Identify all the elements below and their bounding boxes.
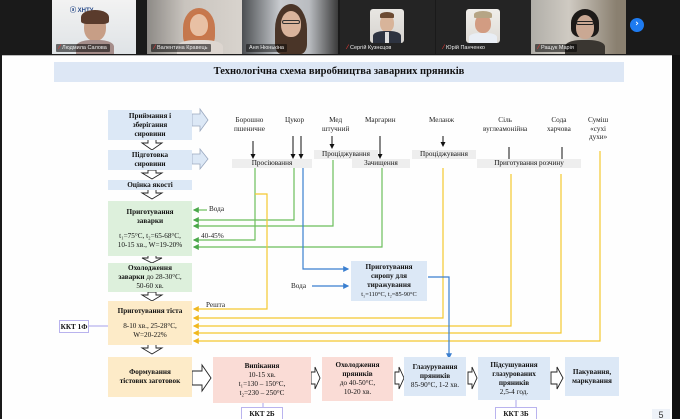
ingredient-melange: Меланж xyxy=(429,116,455,124)
participant-name-label: ⁄Юрій Панченко xyxy=(443,45,485,51)
participant-video xyxy=(531,0,626,54)
participant-tile[interactable]: ⁄Валентина Кравець xyxy=(147,0,242,54)
logo: ⓐ ХНТУ xyxy=(70,8,94,14)
step-brew-cooling: Охолодження заварки до 28-30°C, 50-60 хв… xyxy=(108,263,192,292)
participant-video xyxy=(242,0,338,54)
participant-name-label: ⁄Людмила Салова xyxy=(56,44,110,52)
mic-muted-icon: ⁄ xyxy=(347,45,349,51)
operation-cleaning: Зачищення xyxy=(352,159,410,168)
mic-muted-icon: ⁄ xyxy=(538,45,540,51)
label-water-brew: Вода xyxy=(209,205,225,213)
operation-straining-egg: Проціджування xyxy=(412,150,476,159)
label-rest: Решта xyxy=(206,301,226,309)
participant-strip: ⓐ ХНТУ ⁄Людмила Салова ⁄Валентина Кравец… xyxy=(0,0,680,55)
ccp-badge-1f: ККТ 1Ф xyxy=(59,320,89,333)
step-baking: Випікання 10-15 хв. t₁=130 – 150°C, t₂=2… xyxy=(213,357,311,403)
next-participants-button[interactable]: › xyxy=(630,18,644,32)
participant-name-label: Аня Нюнькіна xyxy=(246,44,287,52)
ccp-badge-2b: ККТ 2Б xyxy=(241,407,283,419)
window-edge xyxy=(672,55,680,419)
participant-tile[interactable]: ⁄Сергій Кузнєцов xyxy=(340,0,435,54)
shared-slide: Технологічна схема виробництва заварних … xyxy=(2,55,672,419)
ingredient-margarine: Маргарин xyxy=(365,116,396,124)
chevron-right-icon: › xyxy=(635,19,639,29)
label-water-syrup: Вода xyxy=(291,282,307,290)
ingredient-sugar: Цукор xyxy=(285,116,305,124)
step-packing-labeling: Пакування,маркування xyxy=(565,357,619,396)
participant-tile[interactable]: ⁄Юрій Панченко xyxy=(436,0,531,54)
operation-sifting: Просіювання xyxy=(232,159,312,168)
operation-straining-honey: Проціджування xyxy=(314,150,378,159)
ccp-badge-3b: ККТ 3Б xyxy=(495,407,537,419)
participant-name-label: ⁄Ращук Марія xyxy=(535,44,577,52)
mic-muted-icon: ⁄ xyxy=(443,45,445,51)
participant-tile[interactable]: ⓐ ХНТУ ⁄Людмила Салова xyxy=(52,0,136,54)
step-dough-preparation: Приготування тіста 8-10 хв., 25-28°C,W=2… xyxy=(108,301,192,345)
mic-muted-icon: ⁄ xyxy=(59,45,61,51)
mic-muted-icon: ⁄ xyxy=(154,45,156,51)
step-quality-assessment: Оцінка якості xyxy=(108,180,192,190)
slide-page-number: 5 xyxy=(652,409,670,419)
participant-name-label: ⁄Валентина Кравець xyxy=(151,44,211,52)
participant-avatar xyxy=(466,9,500,43)
process-arrow-right xyxy=(191,107,209,171)
slide-title: Технологічна схема виробництва заварних … xyxy=(54,62,624,82)
label-flour-share: 40-45% xyxy=(201,232,224,240)
participant-tile-active-speaker[interactable]: Аня Нюнькіна xyxy=(242,0,338,54)
operation-solution-prep: Приготування розчину xyxy=(477,159,581,168)
participant-name-label: ⁄Сергій Кузнєцов xyxy=(347,45,392,51)
participant-tile[interactable]: ⁄Ращук Марія xyxy=(531,0,626,54)
participant-avatar xyxy=(370,9,404,43)
